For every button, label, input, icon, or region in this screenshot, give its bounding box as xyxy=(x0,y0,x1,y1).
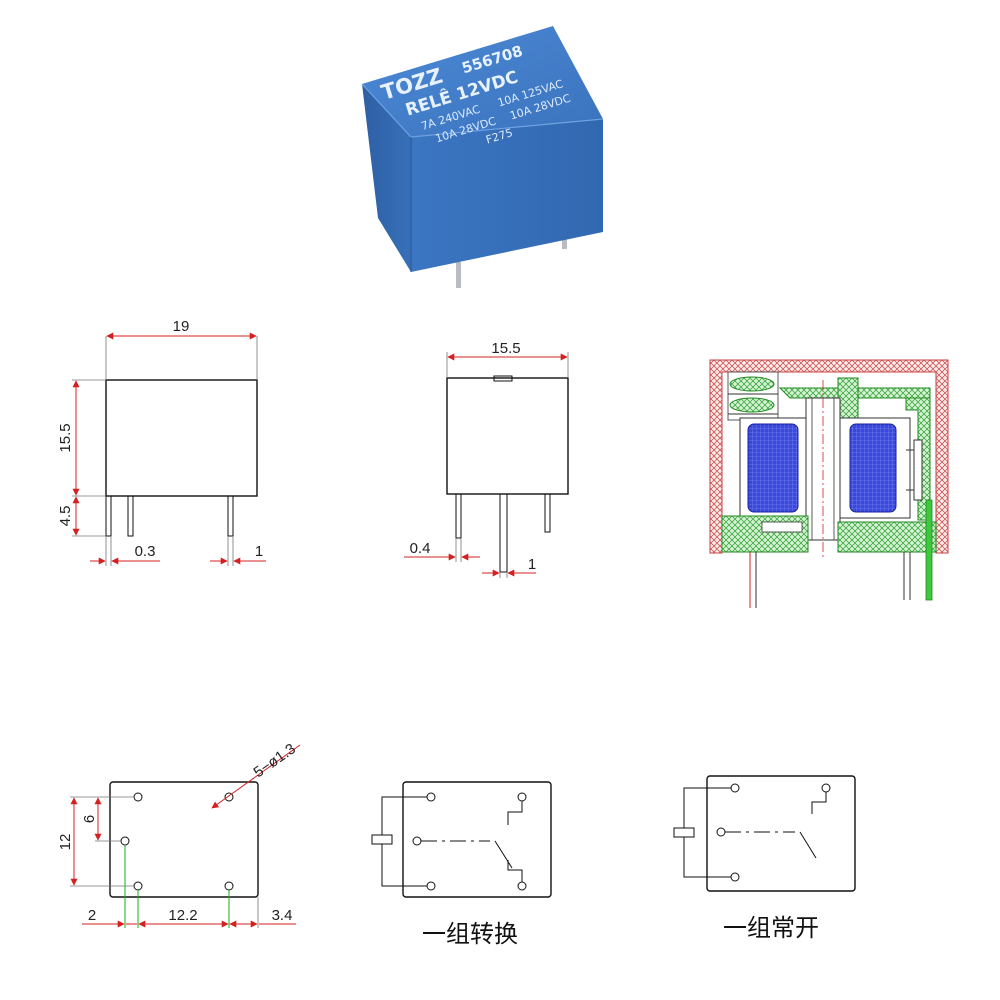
front-body-height-dim: 15.5 xyxy=(57,423,74,452)
footprint-outline xyxy=(109,781,259,898)
normally-open-outline xyxy=(706,775,856,892)
cross-section xyxy=(709,359,949,608)
base-right xyxy=(837,521,937,553)
photo-body-front xyxy=(411,119,603,272)
changeover-outline xyxy=(402,781,552,898)
front-width-dim: 19 xyxy=(173,318,190,335)
side-pin xyxy=(499,493,508,573)
footprint-left-margin-dim: 2 xyxy=(88,907,96,924)
normally-open-label: 一组常开 xyxy=(723,914,819,942)
footprint-height-dim: 12 xyxy=(57,834,74,851)
front-pin xyxy=(105,495,112,537)
coil-symbol xyxy=(371,834,393,845)
changeover-label: 一组转换 xyxy=(422,920,518,948)
side-pin-width-dim: 1 xyxy=(528,556,536,573)
side-pin xyxy=(455,493,462,539)
side-body xyxy=(446,377,569,495)
side-pin xyxy=(544,493,551,533)
footprint-pin-span-dim: 12.2 xyxy=(168,907,197,924)
photo-body-top xyxy=(362,26,603,137)
pin-hole xyxy=(133,881,143,891)
side-view: 15.5 0.4 1 xyxy=(404,340,569,578)
front-body xyxy=(105,379,258,497)
coil-winding-right xyxy=(849,423,897,513)
front-pin-thickness-dim: 0.3 xyxy=(135,543,156,560)
coil-symbol xyxy=(673,827,695,838)
pin-hole xyxy=(133,792,143,802)
pin-hole xyxy=(224,881,234,891)
relay-photo: TOZZ 556708 RELÊ 12VDC 7A 240VAC 10A 125… xyxy=(361,26,604,288)
photo-pin xyxy=(456,262,461,288)
hole-note: 5−ø1.3 xyxy=(251,740,299,781)
side-width-dim: 15.5 xyxy=(491,340,520,357)
changeover-schematic: 一组转换 xyxy=(371,781,552,948)
pin-hole xyxy=(120,836,130,846)
housing-wall xyxy=(709,359,949,554)
front-pin xyxy=(127,495,134,537)
photo-body-left xyxy=(362,84,411,272)
footprint-right-margin-dim: 3.4 xyxy=(272,907,293,924)
footprint-row-offset-dim: 6 xyxy=(81,815,98,823)
pin-hole xyxy=(224,792,234,802)
front-pin-width-dim: 1 xyxy=(255,543,263,560)
base-left xyxy=(721,515,809,553)
front-pin-length-dim: 4.5 xyxy=(57,506,74,527)
coil-winding-left xyxy=(747,423,799,513)
front-pin xyxy=(227,495,234,537)
side-pin-thickness-dim: 0.4 xyxy=(410,540,431,557)
normally-open-schematic: 一组常开 xyxy=(673,775,856,942)
front-view: 19 15.5 4.5 0.3 1 xyxy=(57,318,266,566)
pcb-footprint: 5−ø1.3 12 6 2 12.2 3.4 xyxy=(57,740,301,928)
